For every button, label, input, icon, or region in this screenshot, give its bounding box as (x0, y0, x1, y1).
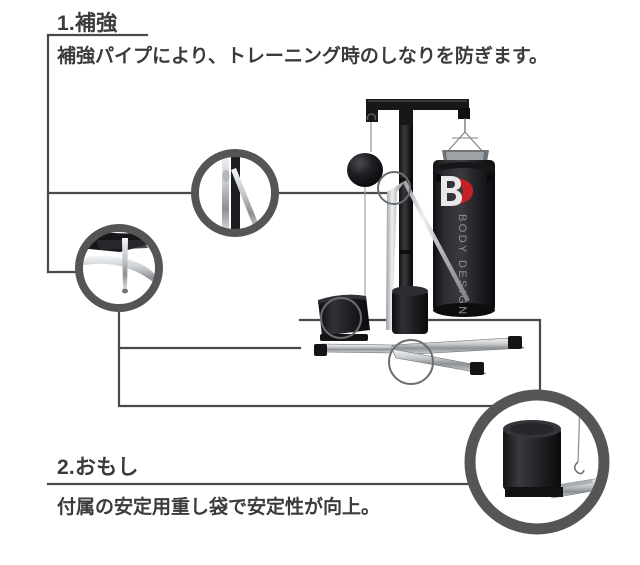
weight-bag-zoom (503, 428, 561, 490)
marker-rings (320, 171, 434, 385)
marker-ring-weight-bag (320, 297, 362, 339)
detail-circle-reinforcement-pipe (191, 149, 279, 237)
detail-circle-base-joint (75, 224, 163, 312)
callout-2-upper-rail (298, 318, 542, 408)
brand-logo (441, 176, 474, 206)
callout-2-lower-rail (117, 346, 542, 408)
marker-ring-base (388, 339, 434, 385)
marker-ring-post (377, 171, 411, 205)
speed-ball (347, 153, 383, 187)
diagonal-reinforcement-pipe (386, 180, 470, 330)
detail-circle-weight-bag (464, 389, 610, 535)
weight-bags (318, 286, 428, 341)
chrome-base-frame (314, 336, 525, 375)
